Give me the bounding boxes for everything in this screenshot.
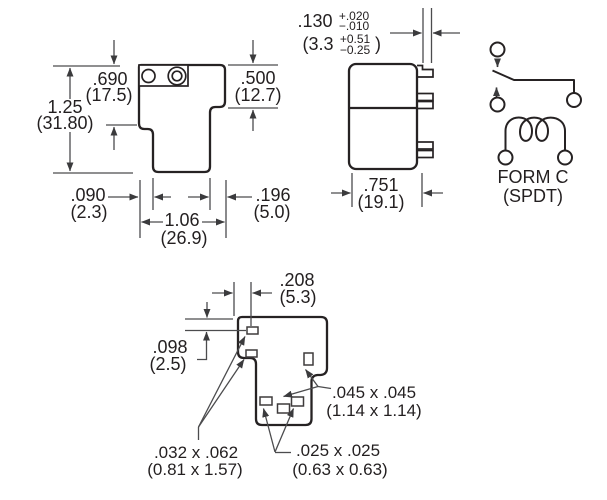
dim-pad-large-in: .045 x .045: [332, 383, 416, 402]
mounting-hole-large-inner: [171, 70, 183, 82]
pin-3: [416, 100, 434, 110]
pin-1: [417, 64, 434, 78]
dim-pad-oblong-in: .032 x .062: [154, 443, 238, 462]
pin-4: [416, 141, 434, 150]
side-view: .130 +.020 −.010 (3.3 +0.51 −0.25 ) .751…: [297, 8, 460, 212]
pad-e: [276, 403, 291, 414]
dim-pin-tol-minus-mm: −0.25: [340, 43, 371, 57]
dim-pad-oblong-mm: (0.81 x 1.57): [147, 460, 242, 479]
front-view-outline: [137, 63, 227, 174]
dim-pad-offset-v-mm: (2.5): [149, 354, 186, 374]
dim-front-inset-mm: (5.0): [253, 202, 290, 222]
dim-pad-offset-h-in: .208: [279, 270, 314, 290]
dim-front-height-mm: (31.80): [36, 113, 93, 133]
dim-pin-tol-plus-mm: +0.51: [340, 32, 371, 46]
dim-pad-offset-h-mm: (5.3): [279, 287, 316, 307]
bottom-view: .208 (5.3) .098 (2.5) .045 x .045 (1.14 …: [147, 270, 421, 479]
pad-f: [290, 396, 305, 407]
leader-arrow: [304, 369, 319, 387]
contact-terminal-top: [489, 41, 506, 58]
dim-pin-tol-plus-in: +.020: [339, 9, 370, 23]
dim-front-inset-in: .196: [255, 185, 290, 205]
dim-front-top-in: .690: [92, 69, 127, 89]
dim-front-top-mm: (17.5): [85, 85, 132, 105]
contact-terminal-common: [566, 92, 582, 108]
pin-5: [416, 149, 434, 159]
pin-2: [416, 92, 434, 102]
dim-front-notch-mm: (2.3): [70, 202, 107, 222]
leader-arrow: [197, 336, 246, 428]
leader-line: [317, 385, 332, 390]
dim-side-width-in: .751: [363, 175, 398, 195]
pad-a: [246, 326, 259, 335]
schematic-title: FORM C: [498, 167, 569, 187]
dim-pin-tol-minus-in: −.010: [339, 19, 370, 33]
dim-front-width-mm: (26.9): [160, 228, 207, 248]
dim-front-right-mm: (12.7): [234, 85, 281, 105]
switch-lever: [492, 69, 575, 93]
dim-front-right-in: .500: [240, 68, 275, 88]
leader-arrow: [262, 408, 276, 453]
dim-pad-small-mm: (0.63 x 0.63): [292, 460, 387, 479]
side-view-outline: [347, 62, 419, 171]
dim-front-height-in: 1.25: [47, 97, 82, 117]
dim-pad-large-mm: (1.14 x 1.14): [326, 401, 421, 420]
dim-pin-length-in: .130: [297, 11, 332, 31]
contact-terminal-bottom: [489, 96, 506, 113]
leader-arrow: [283, 385, 319, 398]
dim-front-notch-in: .090: [70, 185, 105, 205]
dim-pin-length-mm: (3.3: [302, 34, 333, 54]
dim-pin-mm-paren: ): [375, 34, 381, 54]
pad-c: [303, 352, 314, 366]
leader-line: [197, 346, 208, 361]
schematic-form-c: FORM C (SPDT): [489, 41, 582, 206]
front-view: 1.25 (31.80) .690 (17.5) .500 (12.7) .09…: [36, 40, 291, 248]
mounting-hole-small: [141, 68, 156, 84]
leader-arrow: [274, 408, 295, 453]
coil-terminal-right: [557, 149, 573, 166]
pad-d: [259, 396, 273, 406]
dim-pad-small-in: .025 x .025: [296, 441, 380, 460]
dim-front-width-in: 1.06: [164, 210, 199, 230]
dim-side-width-mm: (19.1): [357, 192, 404, 212]
leader-arrow: [197, 359, 245, 428]
coil-symbol: [504, 116, 566, 151]
pad-b: [245, 349, 258, 358]
dim-pad-offset-v-in: .098: [152, 337, 187, 357]
coil-terminal-left: [497, 149, 514, 166]
schematic-subtitle: (SPDT): [503, 186, 563, 206]
